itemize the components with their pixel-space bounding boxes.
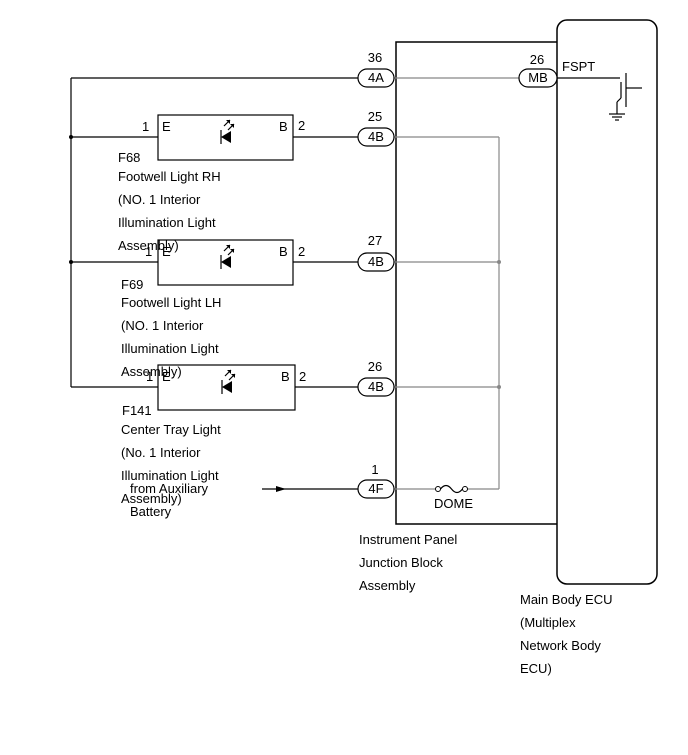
f141-line: Assembly) [121,491,182,506]
led-icon [221,369,236,394]
connector-pin: 27 [368,233,382,248]
junction-dot [497,260,501,264]
f141-pin-right-name: B [281,369,290,384]
f69-pin-left-name: E [162,244,171,259]
f69-line: Assembly) [121,364,182,379]
connector-label: 4A [368,70,384,85]
f68-pin-left-num: 1 [142,119,149,134]
f69-box [157,239,294,286]
connector-pin: 36 [368,50,382,65]
f69-line: Illumination Light [121,341,219,356]
battery-line: from Auxiliary [130,481,209,496]
f69-code: F69 [121,277,143,292]
f68-pin-right-num: 2 [298,118,305,133]
connector-4b-27 [357,252,395,272]
connector-label: 4B [368,254,384,269]
connector-4b-26 [357,377,395,397]
ecu-label-line: Main Body ECU [520,592,612,607]
f68-pin-right-name: B [279,119,288,134]
connector-pin: 26 [368,359,382,374]
ecu-label-line: Network Body [520,638,601,653]
transistor-icon [616,73,642,107]
connector-pin: 26 [530,52,544,67]
f69-pin-right-name: B [279,244,288,259]
connector-pin: 25 [368,109,382,124]
led-icon [220,244,235,269]
f141-line: Center Tray Light [121,422,221,437]
connector-label: 4F [368,481,383,496]
junction-block-line: Instrument Panel [359,532,457,547]
f68-line: Illumination Light [118,215,216,230]
connector-mb-26 [518,68,558,88]
junction-block-line: Assembly [359,578,416,593]
ecu-box [556,19,658,585]
battery-line: Battery [130,504,172,519]
f141-pin-left-name: E [162,369,171,384]
ecu-signal-label: FSPT [562,59,595,74]
f141-box [157,364,296,411]
junction-block-line: Junction Block [359,555,443,570]
f68-code: F68 [118,150,140,165]
connector-4a-36 [357,68,395,88]
f68-line: (NO. 1 Interior [118,192,201,207]
f141-pin-left-num: 1 [146,369,153,384]
junction-dot [497,385,501,389]
f68-box [157,114,294,161]
connector-pin: 1 [371,462,378,477]
f68-pin-left-name: E [162,119,171,134]
f69-pin-left-num: 1 [145,244,152,259]
f69-line: Footwell Light LH [121,295,221,310]
junction-block-box [395,41,559,525]
f141-code: F141 [122,403,152,418]
f68-line: Footwell Light RH [118,169,221,184]
connector-4b-25 [357,127,395,147]
fuse-icon [435,484,468,494]
ecu-label-line: ECU) [520,661,552,676]
ecu-label-line: (Multiplex [520,615,576,630]
f141-line: Illumination Light [121,468,219,483]
f69-pin-right-num: 2 [298,244,305,259]
ground-icon [609,102,625,121]
f69-line: (NO. 1 Interior [121,318,204,333]
arrow-icon [276,486,286,492]
f141-line: (No. 1 Interior [121,445,201,460]
connector-label: 4B [368,129,384,144]
connector-4f-1 [357,479,395,499]
led-icon [220,119,235,144]
connector-label: 4B [368,379,384,394]
f141-pin-right-num: 2 [299,369,306,384]
f68-line: Assembly) [118,238,179,253]
connector-label: MB [528,70,548,85]
fuse-label: DOME [434,496,473,511]
